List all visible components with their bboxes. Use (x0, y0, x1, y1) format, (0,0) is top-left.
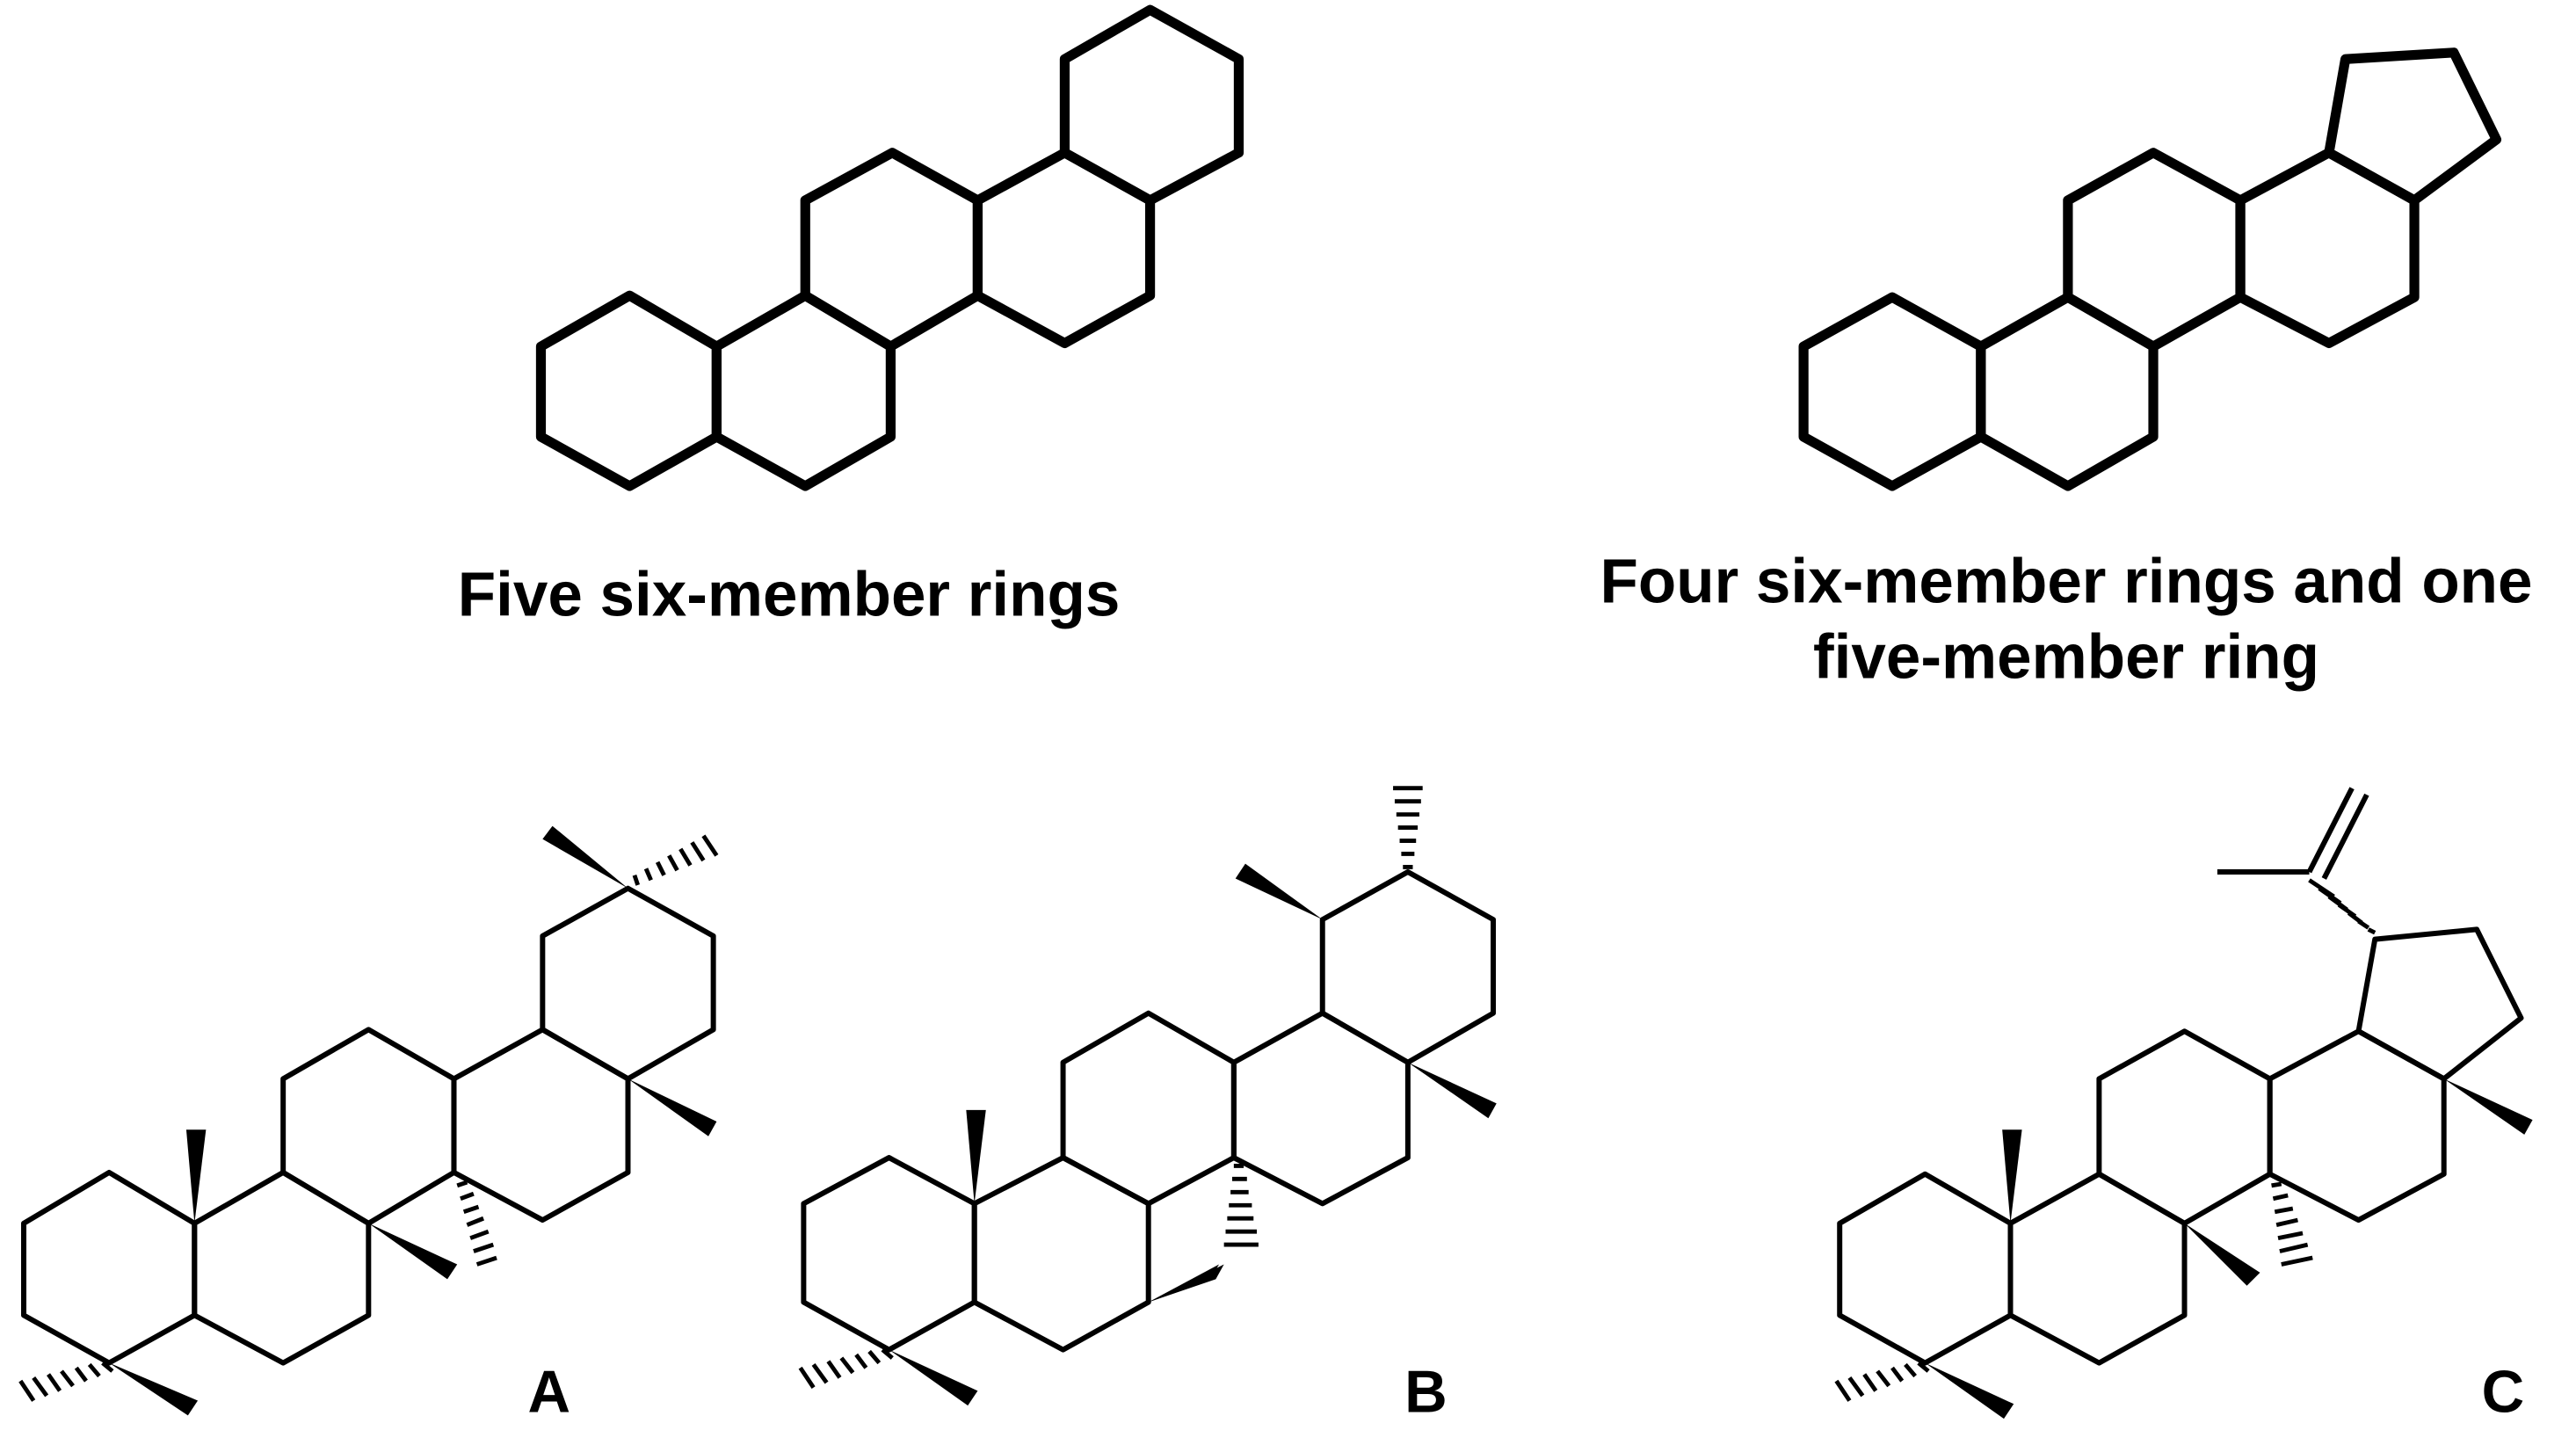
label-c: C (2482, 1360, 2525, 1426)
methyl-wedge (2002, 1129, 2022, 1224)
pentacyclic-five-ring-skeleton (1798, 47, 2502, 491)
label-a: A (528, 1360, 571, 1426)
methyl-wedge (1407, 1062, 1497, 1119)
ring-3 (2063, 148, 2246, 352)
ring-c2 (2007, 1171, 2188, 1366)
caption-four-six-one-five-line1: Four six-member rings and one (1600, 548, 2533, 617)
ring-1 (1798, 292, 1986, 491)
ring-c1 (1837, 1171, 2014, 1366)
ring-b3 (1060, 1010, 1237, 1207)
methyl-wedge (1148, 1264, 1220, 1303)
ring-b1 (801, 1155, 977, 1353)
ring-5-five-member (2324, 47, 2502, 206)
methyl-wedge (966, 1109, 986, 1204)
methyl-wedge (889, 1349, 978, 1406)
methyl-wedge (542, 825, 628, 889)
ring-2 (1976, 292, 2159, 491)
methyl-wedge (109, 1362, 199, 1416)
ring-2 (711, 290, 896, 491)
methyl-wedge (368, 1223, 458, 1280)
ring-1 (535, 290, 722, 491)
ring-b4 (1230, 1010, 1411, 1207)
methyl-wedge (1235, 863, 1323, 920)
ring-c3 (2096, 1028, 2273, 1226)
ring-b5 (1319, 869, 1497, 1065)
ring-a3 (280, 1027, 457, 1226)
methyl-wedge (185, 1129, 207, 1224)
ring-3 (800, 148, 983, 352)
hashed-bond (1834, 1361, 1930, 1402)
ring-a1 (21, 1169, 198, 1366)
ring-5 (1059, 4, 1244, 206)
ring-c4 (2267, 1028, 2447, 1224)
hashed-bond (1393, 786, 1423, 869)
pentacyclic-six-ring-skeleton (535, 4, 1244, 491)
isopropenyl-double-bond (2306, 787, 2355, 874)
structure-a (18, 825, 719, 1416)
structure-c (1834, 787, 2533, 1420)
hashed-bond (798, 1347, 894, 1389)
methyl-wedge (1925, 1362, 2014, 1420)
hashed-bond (456, 1180, 497, 1267)
ring-c5-five-member (2355, 926, 2524, 1082)
ring-a2 (192, 1169, 372, 1366)
hashed-bond (632, 834, 719, 886)
caption-five-six-member-rings: Five six-member rings (458, 561, 1121, 630)
hashed-bond (2271, 1181, 2313, 1267)
methyl-wedge (2184, 1223, 2260, 1286)
methyl-wedge (2443, 1078, 2533, 1135)
structure-b (798, 786, 1497, 1406)
hashed-bond (18, 1361, 114, 1402)
label-b: B (1404, 1360, 1448, 1426)
ring-b2 (971, 1155, 1151, 1353)
ring-a4 (451, 1027, 631, 1224)
hashed-bond (1223, 1163, 1259, 1247)
isopropenyl-double-bond (2321, 793, 2369, 880)
ring-a5 (540, 885, 716, 1082)
hashed-bond (2308, 878, 2376, 935)
caption-four-six-one-five-line2: five-member ring (1813, 623, 2319, 693)
methyl-wedge (628, 1078, 717, 1136)
